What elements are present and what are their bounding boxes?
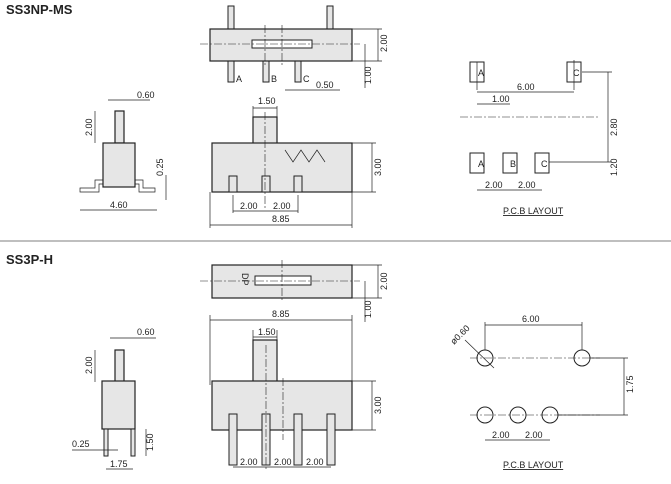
- dim-label: 8.85: [272, 309, 290, 319]
- dim-label: 2.00: [306, 457, 324, 467]
- pin-label: A: [236, 74, 242, 84]
- dim-label: 1.75: [625, 375, 635, 393]
- top-view: DP 2.00 1.00: [200, 260, 389, 322]
- pcb-layout-2: 6.00 ø0.60 1.75 2.00 2.00 P.C.B LAYOUT: [448, 314, 635, 470]
- dim-label: 1.50: [145, 433, 155, 451]
- dim-label: 2.00: [525, 430, 543, 440]
- pcb-layout-1: A C A B C 6.00 1.00 2.80 1.20 2.00 2.00 …: [460, 60, 619, 216]
- pcb-layout-label: P.C.B LAYOUT: [503, 206, 564, 216]
- side-view: 0.60 2.00 0.25 1.75 1.50: [72, 327, 156, 470]
- section-title: SS3P-H: [6, 252, 53, 267]
- dim-label: 2.00: [379, 34, 389, 52]
- dim-label: 1.50: [258, 96, 276, 106]
- dim-label: 8.85: [272, 214, 290, 224]
- dim-label: 4.60: [110, 200, 128, 210]
- pin-label: B: [271, 74, 277, 84]
- dim-label: 2.00: [518, 180, 536, 190]
- side-view: 0.60 2.00 0.25 4.60: [79, 90, 167, 211]
- dim-label: 0.25: [155, 158, 165, 176]
- top-view: A B C 2.00 1.00 0.50: [200, 5, 389, 91]
- section-title: SS3NP-MS: [6, 2, 73, 17]
- dim-label: 2.00: [492, 430, 510, 440]
- dim-label: 2.00: [273, 201, 291, 211]
- pin-label: C: [303, 74, 310, 84]
- dim-label: 2.00: [84, 118, 94, 136]
- pad-label: A: [478, 159, 484, 169]
- pcb-layout-label: P.C.B LAYOUT: [503, 460, 564, 470]
- dim-label: 0.50: [316, 80, 334, 90]
- dim-label: 2.00: [84, 356, 94, 374]
- pad-label: C: [541, 159, 548, 169]
- dp-mark: DP: [240, 273, 250, 286]
- dim-label: 3.00: [373, 158, 383, 176]
- front-view: 1.50 3.00 2.00 2.00 8.85: [209, 96, 383, 228]
- dim-label: 2.00: [485, 180, 503, 190]
- dim-label: 2.00: [240, 201, 258, 211]
- pad-label: A: [478, 68, 484, 78]
- dim-label: 1.20: [609, 158, 619, 176]
- section-ss3p-h: SS3P-H DP 2.00 1.00 8.85 1.50 3.00 2.00 …: [6, 252, 635, 470]
- dim-label: 1.50: [258, 327, 276, 337]
- dim-label: 0.25: [72, 439, 90, 449]
- pad-label: C: [573, 68, 580, 78]
- section-ss3np-ms: SS3NP-MS A B C 2.00 1.00 0.50 1.50 3.00 …: [6, 2, 619, 228]
- front-view: 8.85 1.50 3.00 2.00 2.00 2.00: [209, 309, 383, 470]
- dim-label: 1.00: [363, 300, 373, 318]
- dim-label: 6.00: [522, 314, 540, 324]
- dim-label: 2.00: [240, 457, 258, 467]
- dim-label: 0.60: [137, 327, 155, 337]
- dim-label: 2.00: [274, 457, 292, 467]
- dim-label: 6.00: [517, 82, 535, 92]
- dim-label: 2.00: [379, 272, 389, 290]
- dim-label: 3.00: [373, 396, 383, 414]
- dim-label: 2.80: [609, 118, 619, 136]
- dim-label: 1.00: [492, 94, 510, 104]
- dim-label: 0.60: [137, 90, 155, 100]
- dim-label: 1.75: [110, 459, 128, 469]
- dim-label: 1.00: [363, 66, 373, 84]
- pad-label: B: [510, 159, 516, 169]
